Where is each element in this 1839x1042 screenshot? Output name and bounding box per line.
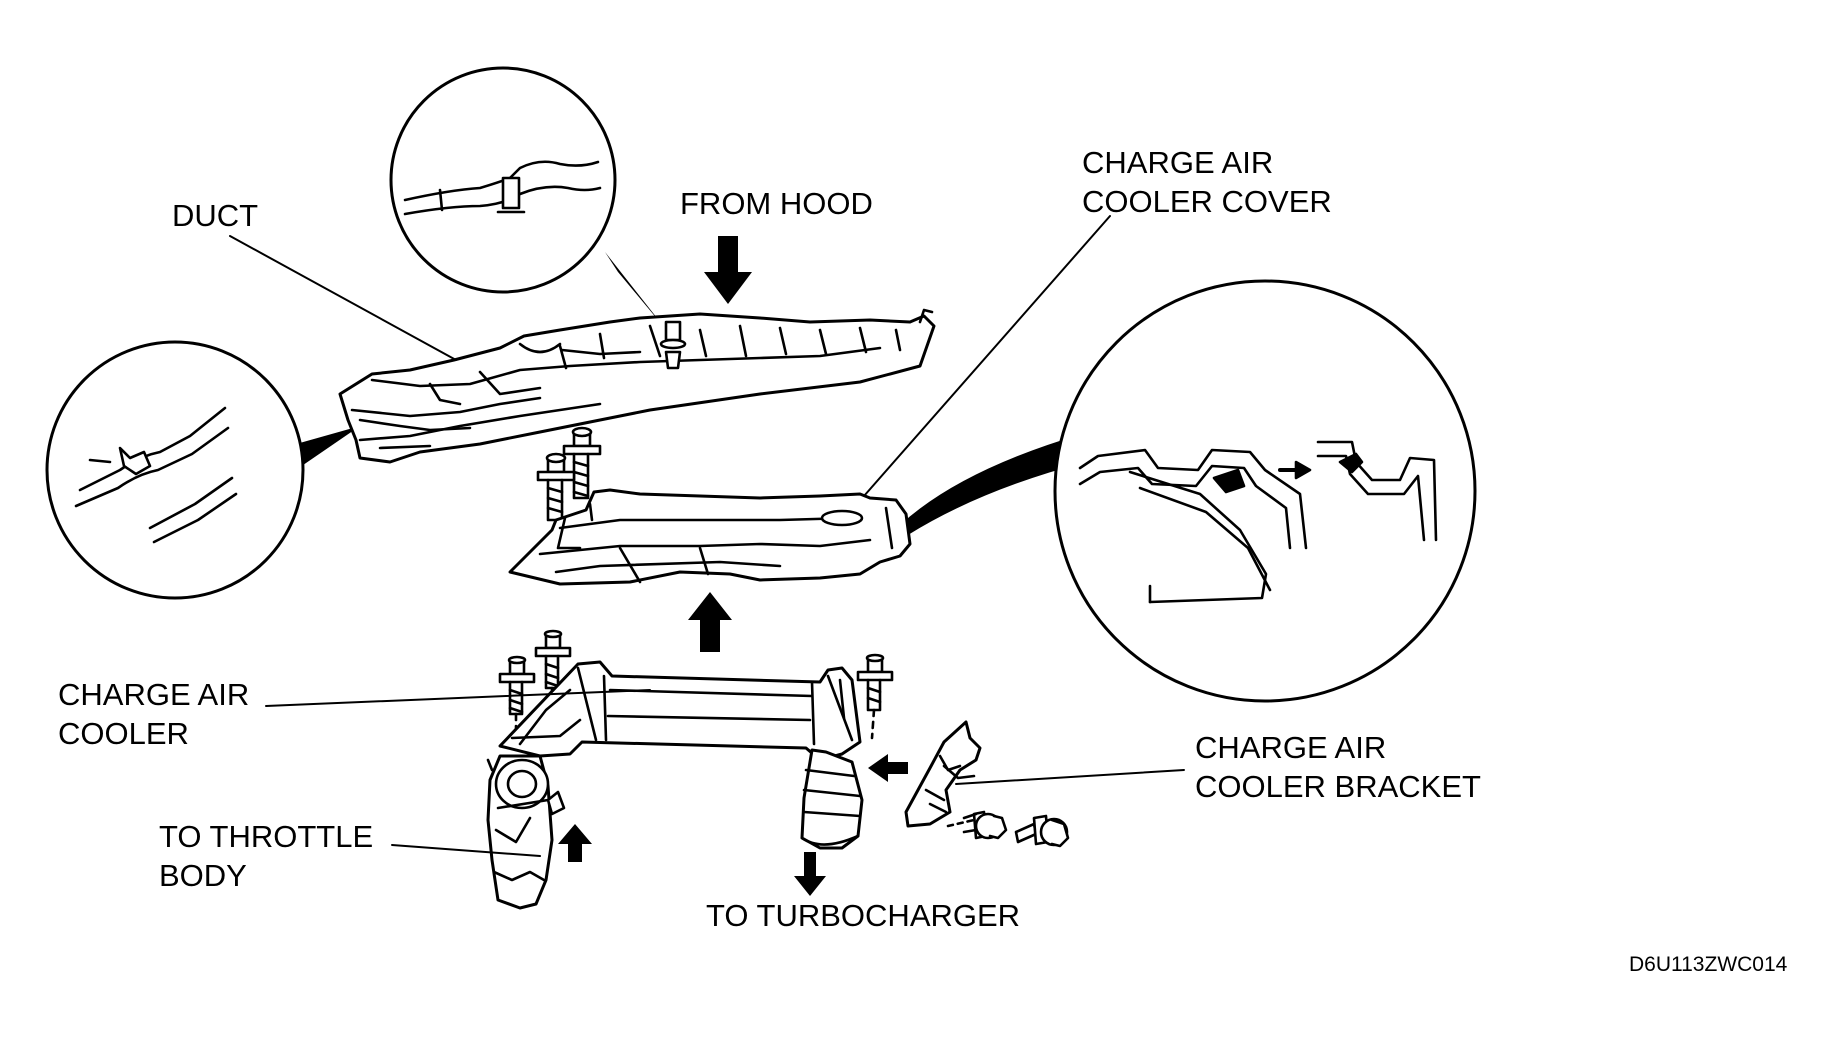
charge-air-cooler-cover [508, 488, 912, 586]
cooler-cover-label-line1: CHARGE AIR [1082, 145, 1274, 180]
duct [338, 308, 936, 464]
bracket-arrow [868, 754, 908, 782]
duct-clip-detail-circle [389, 66, 668, 332]
leader-lines [229, 215, 1185, 857]
duct-edge-detail-circle [45, 340, 360, 600]
charge-air-cooler-bracket [904, 720, 982, 828]
cover-bolts [536, 426, 602, 522]
cooler-label-line1: CHARGE AIR [58, 677, 250, 712]
turbocharger-hose [800, 748, 864, 850]
cooler-cover-label-line2: COOLER COVER [1082, 184, 1332, 219]
duct-label: DUCT [172, 198, 259, 233]
figure-code: D6U113ZWC014 [1629, 953, 1788, 976]
from-hood-arrow [704, 236, 752, 304]
cooler-label-line2: COOLER [58, 716, 189, 751]
bracket-bolts [946, 810, 1070, 848]
throttle-body-label-line1: TO THROTTLE [159, 819, 374, 854]
turbocharger-arrow [794, 852, 826, 896]
turbocharger-label: TO TURBOCHARGER [706, 898, 1021, 933]
throttle-body-arrow [558, 824, 592, 862]
throttle-body-label-line2: BODY [159, 858, 247, 893]
bracket-label-line2: COOLER BRACKET [1195, 769, 1481, 804]
assembly-up-arrow [688, 592, 732, 652]
bracket-label-line1: CHARGE AIR [1195, 730, 1387, 765]
cover-rail-detail-circle [900, 279, 1477, 703]
from-hood-label: FROM HOOD [680, 186, 873, 221]
throttle-body-hose [486, 754, 566, 910]
